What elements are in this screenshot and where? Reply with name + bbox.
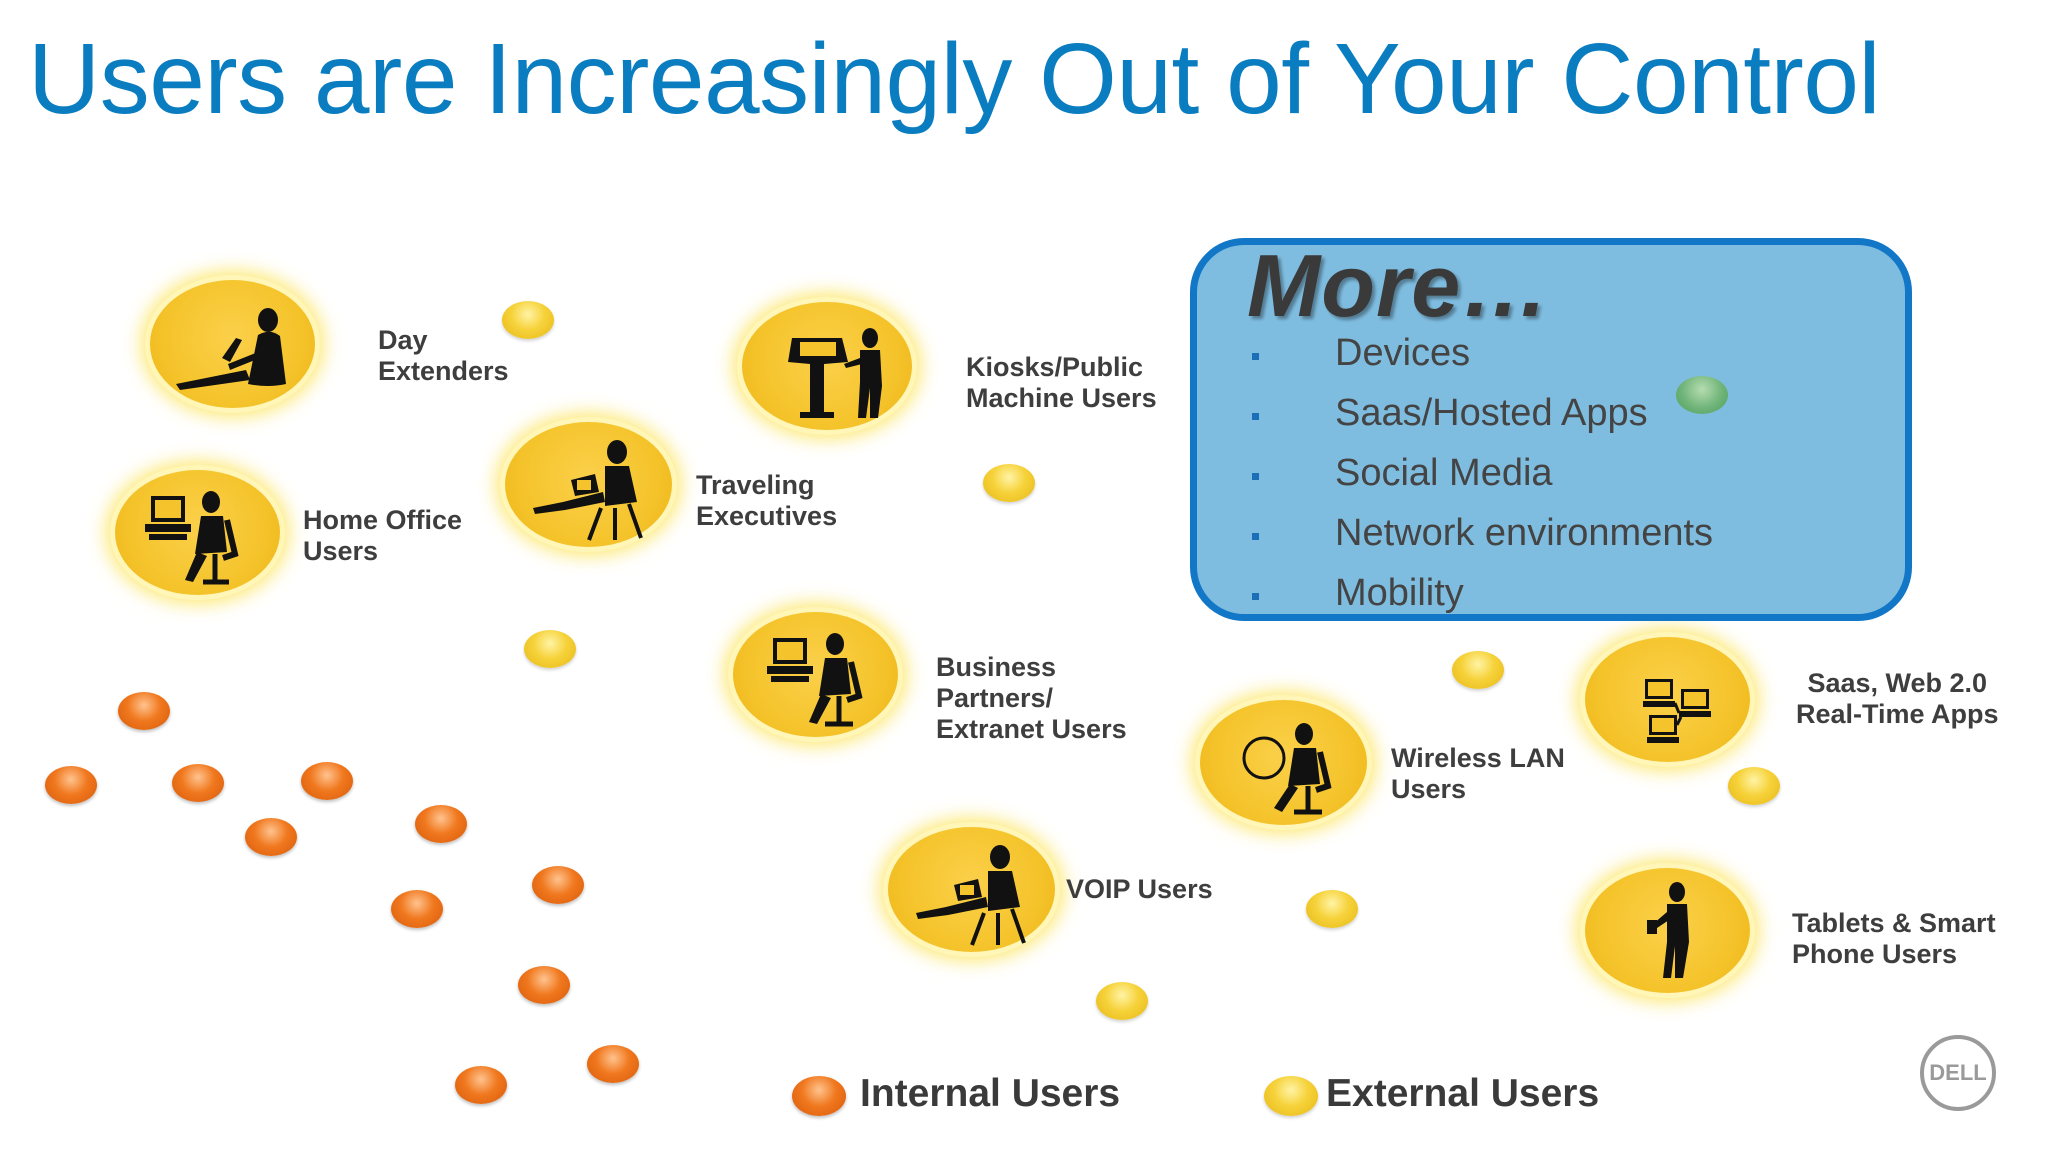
dell-logo: DELL [1920,1035,1996,1111]
internal-user-dot [587,1045,639,1083]
bullet-icon [1252,593,1259,600]
legend-external-label: External Users [1326,1072,1600,1115]
external-user-dot [1728,767,1780,805]
external-user-dot [983,464,1035,502]
node-home-office-circle [115,470,280,595]
node-saas-web-label: Saas, Web 2.0 Real-Time Apps [1796,668,1999,729]
external-user-dot [1452,651,1504,689]
node-traveling-executives-circle [505,422,672,547]
external-user-dot [524,630,576,668]
node-day-extenders-label: Day Extenders [378,325,509,386]
internal-user-dot [172,764,224,802]
node-wireless-lan-circle [1200,700,1367,825]
slide-title: Users are Increasingly Out of Your Contr… [28,23,1881,135]
external-user-dot [1096,982,1148,1020]
node-traveling-executives-label: Traveling Executives [696,470,838,531]
node-voip-label: VOIP Users [1066,874,1213,904]
internal-user-dot [301,762,353,800]
node-business-partners-circle [733,612,898,737]
internal-user-dot [532,866,584,904]
wireless-user-icon [1242,723,1332,815]
internal-user-dot [245,818,297,856]
external-user-dot [502,301,554,339]
more-title: More… [1247,236,1551,335]
node-day-extenders-circle [150,280,315,408]
networked-computers-icon [1643,679,1711,743]
lounging-laptop-user-icon [916,845,1026,946]
node-voip-circle [888,827,1055,952]
kiosk-user-icon [788,328,882,418]
bullet-icon [1252,533,1259,540]
node-kiosks-label: Kiosks/Public Machine Users [966,352,1157,413]
internal-user-dot [45,766,97,804]
desk-computer-user-icon [767,633,863,727]
node-business-partners-label: Business Partners/ Extranet Users [936,652,1127,744]
external-user-dot [1306,890,1358,928]
green-dot [1676,376,1728,414]
legend-external-dot [1264,1076,1318,1116]
node-kiosks-circle [742,302,912,430]
laptop-user-icon [176,308,286,390]
legend-internal-label: Internal Users [860,1072,1121,1115]
node-tablets-label: Tablets & Smart Phone Users [1792,908,1996,969]
internal-user-dot [118,692,170,730]
node-tablets-circle [1585,868,1750,993]
internal-user-dot [391,890,443,928]
bullet-icon [1252,413,1259,420]
internal-user-dot [455,1066,507,1104]
legend-internal-dot [792,1076,846,1116]
internal-user-dot [518,966,570,1004]
more-callout-box: More… Devices Saas/Hosted Apps Social Me… [1190,236,1912,621]
internal-user-dot [415,805,467,843]
bullet-icon [1252,473,1259,480]
node-saas-web-circle [1585,637,1750,762]
standing-tablet-user-icon [1647,882,1689,978]
lounging-laptop-user-icon [533,440,643,541]
node-wireless-lan-label: Wireless LAN Users [1391,743,1565,804]
node-home-office-label: Home Office Users [303,505,463,566]
bullet-icon [1252,353,1259,360]
desk-computer-user-icon [145,491,239,585]
